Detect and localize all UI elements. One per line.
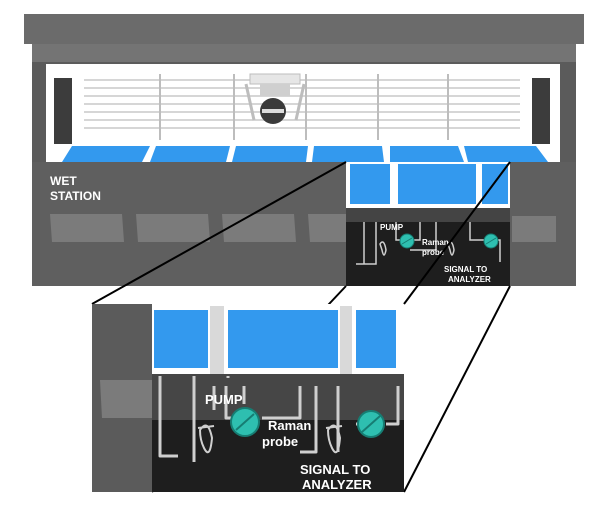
detail-signal-label-line1: SIGNAL TO: [300, 462, 370, 477]
small-signal-label-line1: SIGNAL TO: [444, 265, 487, 274]
bath-tops: [62, 146, 548, 162]
detail-tank-walls: [210, 306, 352, 374]
detail-raman-label-line1: Raman: [268, 418, 311, 433]
small-raman-label-line1: Raman: [422, 238, 449, 247]
detail-bath-center: [228, 310, 338, 368]
cabinet-panels: [50, 214, 556, 242]
small-raman-label-line2: probe: [422, 248, 445, 257]
detail-tubing: [197, 424, 343, 454]
robot-arm: [244, 73, 306, 124]
cutaway-small: PUMP Raman probe SIGNAL TO ANALYZER: [346, 162, 510, 286]
wet-station-overview: WET STATION: [24, 14, 584, 286]
hood-right-window: [532, 78, 550, 144]
detail-bath-right: [356, 310, 396, 368]
detail-pump-label: PUMP: [205, 392, 243, 407]
zoomed-detail: PUMP Raman probe SIGNAL TO ANALYZER: [92, 304, 404, 492]
detail-signal-label-line2: ANALYZER: [302, 477, 372, 492]
station-roof-edge: [32, 44, 576, 62]
detail-pump-icon: [230, 407, 260, 437]
detail-raman-label-line2: probe: [262, 434, 298, 449]
hood-dividers: [159, 74, 449, 140]
detail-cabinet-panel: [100, 380, 152, 418]
station-label-line2: STATION: [50, 189, 101, 203]
detail-bath-left: [154, 310, 208, 368]
small-pump-label: PUMP: [380, 223, 404, 232]
hood-left-window: [54, 78, 72, 144]
detail-raman-probe-icon: [357, 410, 385, 438]
small-signal-label-line2: ANALYZER: [448, 275, 491, 284]
station-label-line1: WET: [50, 174, 77, 188]
